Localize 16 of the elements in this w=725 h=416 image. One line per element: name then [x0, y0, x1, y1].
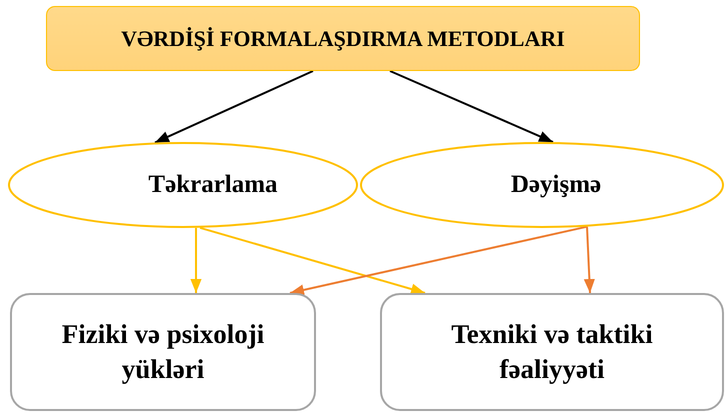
arrow: [154, 70, 314, 144]
arrow: [584, 226, 595, 294]
node-label: Texniki və taktiki fəaliyyəti: [450, 318, 654, 386]
arrow: [190, 228, 202, 293]
result-box: [10, 293, 316, 411]
heading-text: VƏRDİŞİ FORMALAŞDIRMA METODLARI: [121, 26, 565, 52]
arrow: [290, 226, 588, 296]
node-label: Fiziki və psixoloji yükləri: [60, 318, 266, 386]
arrow: [200, 226, 426, 294]
arrow: [390, 70, 554, 143]
node-label: Dəyişmə: [510, 171, 602, 199]
method-ellipse: [8, 142, 358, 228]
heading-box: [46, 6, 640, 71]
method-ellipse: [360, 142, 724, 228]
node-label: Təkrarlama: [148, 171, 278, 199]
result-box: [380, 293, 724, 411]
